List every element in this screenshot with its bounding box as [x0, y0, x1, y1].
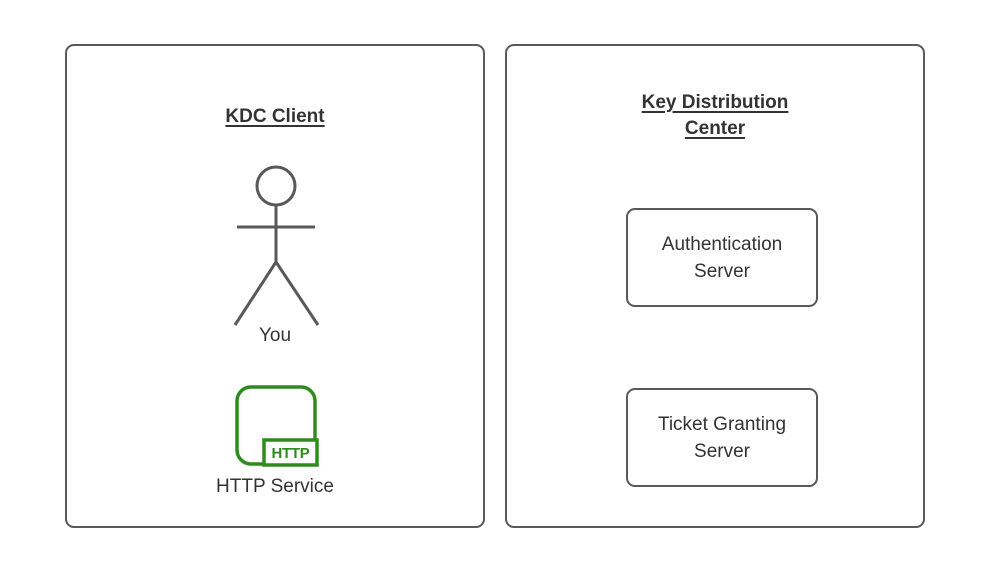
http-badge-label: HTTP — [272, 445, 310, 462]
ticket-granting-server-label: Ticket Granting Server — [657, 413, 787, 462]
actor-icon — [233, 165, 320, 326]
authentication-server-node: Authentication Server — [626, 208, 818, 307]
actor-label: You — [258, 325, 292, 346]
key-distribution-center-panel: Key Distribution Center Authentication S… — [505, 44, 925, 528]
authentication-server-label: Authentication Server — [661, 233, 783, 282]
kdc-client-title: KDC Client — [225, 106, 325, 127]
http-service-icon: HTTP — [235, 385, 319, 467]
http-service-label: HTTP Service — [216, 476, 334, 497]
ticket-granting-server-node: Ticket Granting Server — [626, 388, 818, 487]
kdc-client-panel: KDC Client You HTTP HTTP Service — [65, 44, 485, 528]
key-distribution-center-title: Key Distribution Center — [641, 92, 789, 139]
